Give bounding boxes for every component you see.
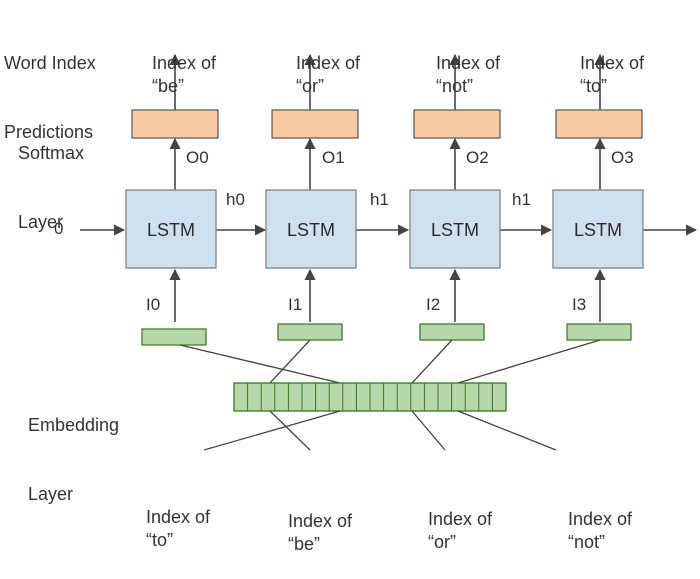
output-label-1: O1 — [322, 148, 345, 167]
word-index-predictions-label: Word Index Predictions — [4, 53, 96, 142]
lstm-label-0: LSTM — [146, 220, 195, 240]
softmax-box-2 — [413, 109, 501, 139]
source-word-label-3: Index of“not” — [568, 509, 633, 552]
input-embedding-box-1 — [277, 323, 343, 341]
input-embedding-box-0 — [141, 328, 207, 346]
embedding-table — [233, 382, 507, 412]
prediction-label-1: Index of“or” — [296, 53, 361, 96]
lstm-box-2 — [409, 189, 501, 269]
input-label-3: I3 — [572, 295, 587, 314]
source-word-label-2: Index of“or” — [428, 509, 493, 552]
lstm-label-3: LSTM — [573, 220, 622, 240]
hidden-label-0: h0 — [226, 190, 245, 209]
prediction-label-2: Index of“not” — [436, 53, 501, 96]
prediction-label-0: Index of“be” — [152, 53, 217, 96]
source-word-label-0: Index of“to” — [146, 507, 211, 550]
input-label-0: I0 — [146, 295, 161, 314]
lstm-box-0 — [125, 189, 217, 269]
input-embedding-box-2 — [419, 323, 485, 341]
lstm-box-3 — [552, 189, 644, 269]
source-word-label-1: Index of“be” — [288, 511, 353, 554]
output-label-0: O0 — [186, 148, 209, 167]
lstm-label-1: LSTM — [286, 220, 335, 240]
lstm-box-1 — [265, 189, 357, 269]
output-label-3: O3 — [611, 148, 634, 167]
softmax-box-1 — [271, 109, 359, 139]
softmax-layer-label: Softmax Layer — [18, 143, 85, 232]
source-word-lines — [203, 410, 557, 451]
vertical-arrows — [169, 53, 606, 322]
lstm-unrolled-diagram — [80, 53, 698, 451]
input-label-1: I1 — [288, 295, 303, 314]
initial-state-label: 0 — [54, 219, 64, 238]
softmax-box-3 — [555, 109, 643, 139]
output-label-2: O2 — [466, 148, 489, 167]
input-label-2: I2 — [426, 295, 441, 314]
embedding-lookup-lines — [179, 339, 601, 384]
softmax-box-0 — [131, 109, 219, 139]
lstm-label-2: LSTM — [430, 220, 479, 240]
prediction-label-3: Index of“to” — [580, 53, 645, 96]
hidden-label-1: h1 — [370, 190, 389, 209]
embedding-layer-label: Embedding Layer — [28, 415, 120, 504]
hidden-label-2: h1 — [512, 190, 531, 209]
input-embedding-box-3 — [566, 323, 632, 341]
